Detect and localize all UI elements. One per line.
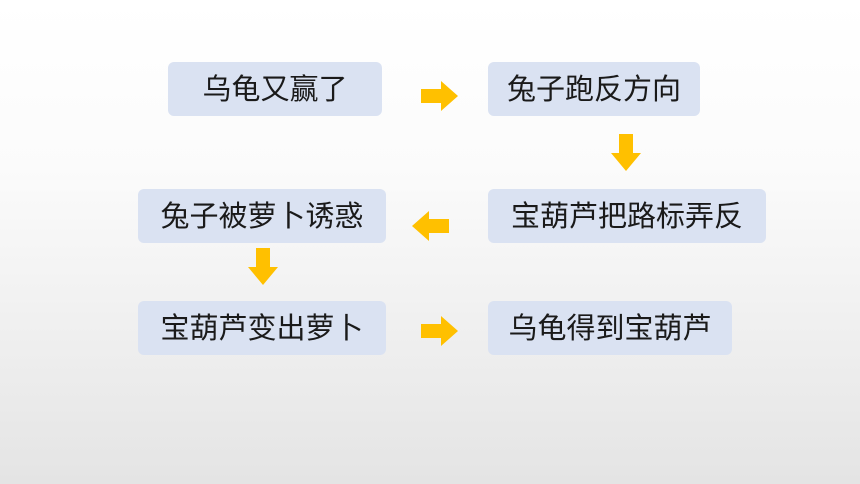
box-tortoise-gets-gourd: 乌龟得到宝葫芦 [488, 301, 732, 355]
box-rabbit-lured-by-radish: 兔子被萝卜诱惑 [138, 189, 386, 243]
box-label: 乌龟又赢了 [202, 72, 348, 106]
box-label: 兔子被萝卜诱惑 [160, 199, 364, 233]
box-label: 宝葫芦变出萝卜 [160, 311, 364, 345]
arrow-down-icon [611, 134, 641, 172]
arrow-right-icon [421, 80, 459, 112]
arrow-left-icon [411, 210, 449, 242]
box-gourd-reverses-sign: 宝葫芦把路标弄反 [488, 189, 766, 243]
box-gourd-makes-radish: 宝葫芦变出萝卜 [138, 301, 386, 355]
box-label: 乌龟得到宝葫芦 [508, 311, 712, 345]
arrow-down-icon [248, 248, 278, 286]
box-rabbit-runs-wrong-way: 兔子跑反方向 [488, 62, 700, 116]
box-label: 宝葫芦把路标弄反 [510, 199, 743, 233]
arrow-right-icon [421, 315, 459, 347]
box-label: 兔子跑反方向 [506, 72, 681, 106]
box-tortoise-wins-again: 乌龟又赢了 [168, 62, 382, 116]
